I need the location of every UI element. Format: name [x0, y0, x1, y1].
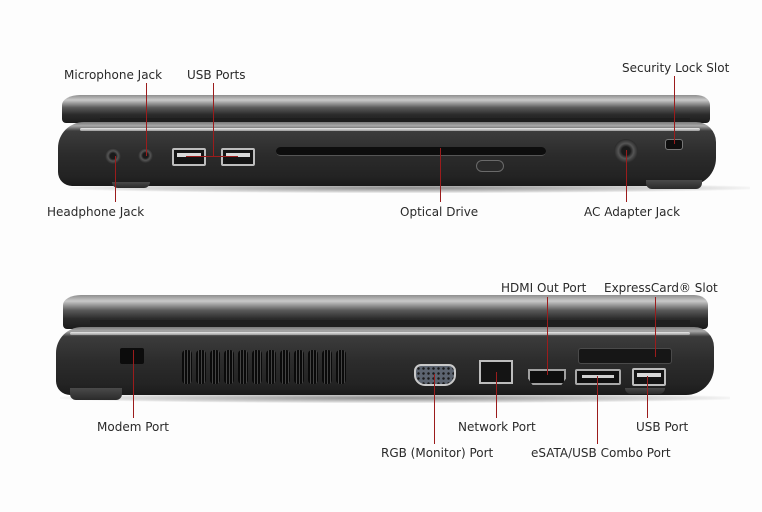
label-usb-port: USB Port: [636, 420, 689, 434]
leader-security-lock-slot: [674, 76, 675, 144]
label-usb-ports: USB Ports: [187, 68, 246, 82]
usb-port: [632, 368, 666, 386]
label-security-lock-slot: Security Lock Slot: [622, 61, 730, 75]
usb-port-2: [221, 148, 255, 166]
expresscard-slot: [578, 348, 672, 364]
leader-microphone-jack: [146, 83, 147, 156]
label-esata-usb-combo-port: eSATA/USB Combo Port: [531, 446, 671, 460]
shadow: [70, 183, 750, 193]
leader-usb-ports-horizontal: [186, 156, 238, 157]
rubber-foot: [646, 180, 702, 189]
leader-rgb-monitor-port: [434, 374, 435, 444]
rubber-foot: [112, 182, 150, 188]
chrome-trim: [80, 128, 700, 131]
label-optical-drive: Optical Drive: [400, 205, 479, 219]
leader-usb-port: [647, 376, 648, 418]
label-microphone-jack: Microphone Jack: [64, 68, 163, 82]
usb-port-1: [172, 148, 206, 166]
leader-esata-usb-combo-port: [597, 376, 598, 444]
label-headphone-jack: Headphone Jack: [47, 205, 145, 219]
cooling-vent: [182, 350, 346, 384]
label-network-port: Network Port: [458, 420, 536, 434]
optical-eject-button: [476, 160, 504, 172]
leader-modem-port: [133, 350, 134, 418]
label-modem-port: Modem Port: [97, 420, 169, 434]
microphone-jack-port: [138, 148, 153, 163]
shadow: [60, 393, 730, 403]
leader-hdmi-out-port: [547, 297, 548, 375]
leader-ac-adapter-jack: [626, 150, 627, 202]
rgb-monitor-port-vga: [414, 364, 456, 386]
leader-expresscard-slot: [655, 297, 656, 357]
leader-headphone-jack: [115, 156, 116, 202]
leader-network-port: [496, 372, 497, 418]
esata-usb-combo-port: [575, 369, 621, 385]
chrome-trim: [70, 332, 690, 335]
rubber-foot: [625, 388, 665, 394]
label-ac-adapter-jack: AC Adapter Jack: [584, 205, 681, 219]
headphone-jack-port: [105, 148, 121, 164]
leader-optical-drive: [440, 148, 441, 202]
label-hdmi-out-port: HDMI Out Port: [501, 281, 587, 295]
leader-usb-ports: [213, 83, 214, 156]
label-rgb-monitor-port: RGB (Monitor) Port: [381, 446, 494, 460]
label-expresscard-slot: ExpressCard® Slot: [604, 281, 718, 295]
rubber-foot: [70, 388, 122, 400]
optical-drive-slot: [276, 147, 546, 156]
modem-port-rj11: [120, 348, 144, 364]
